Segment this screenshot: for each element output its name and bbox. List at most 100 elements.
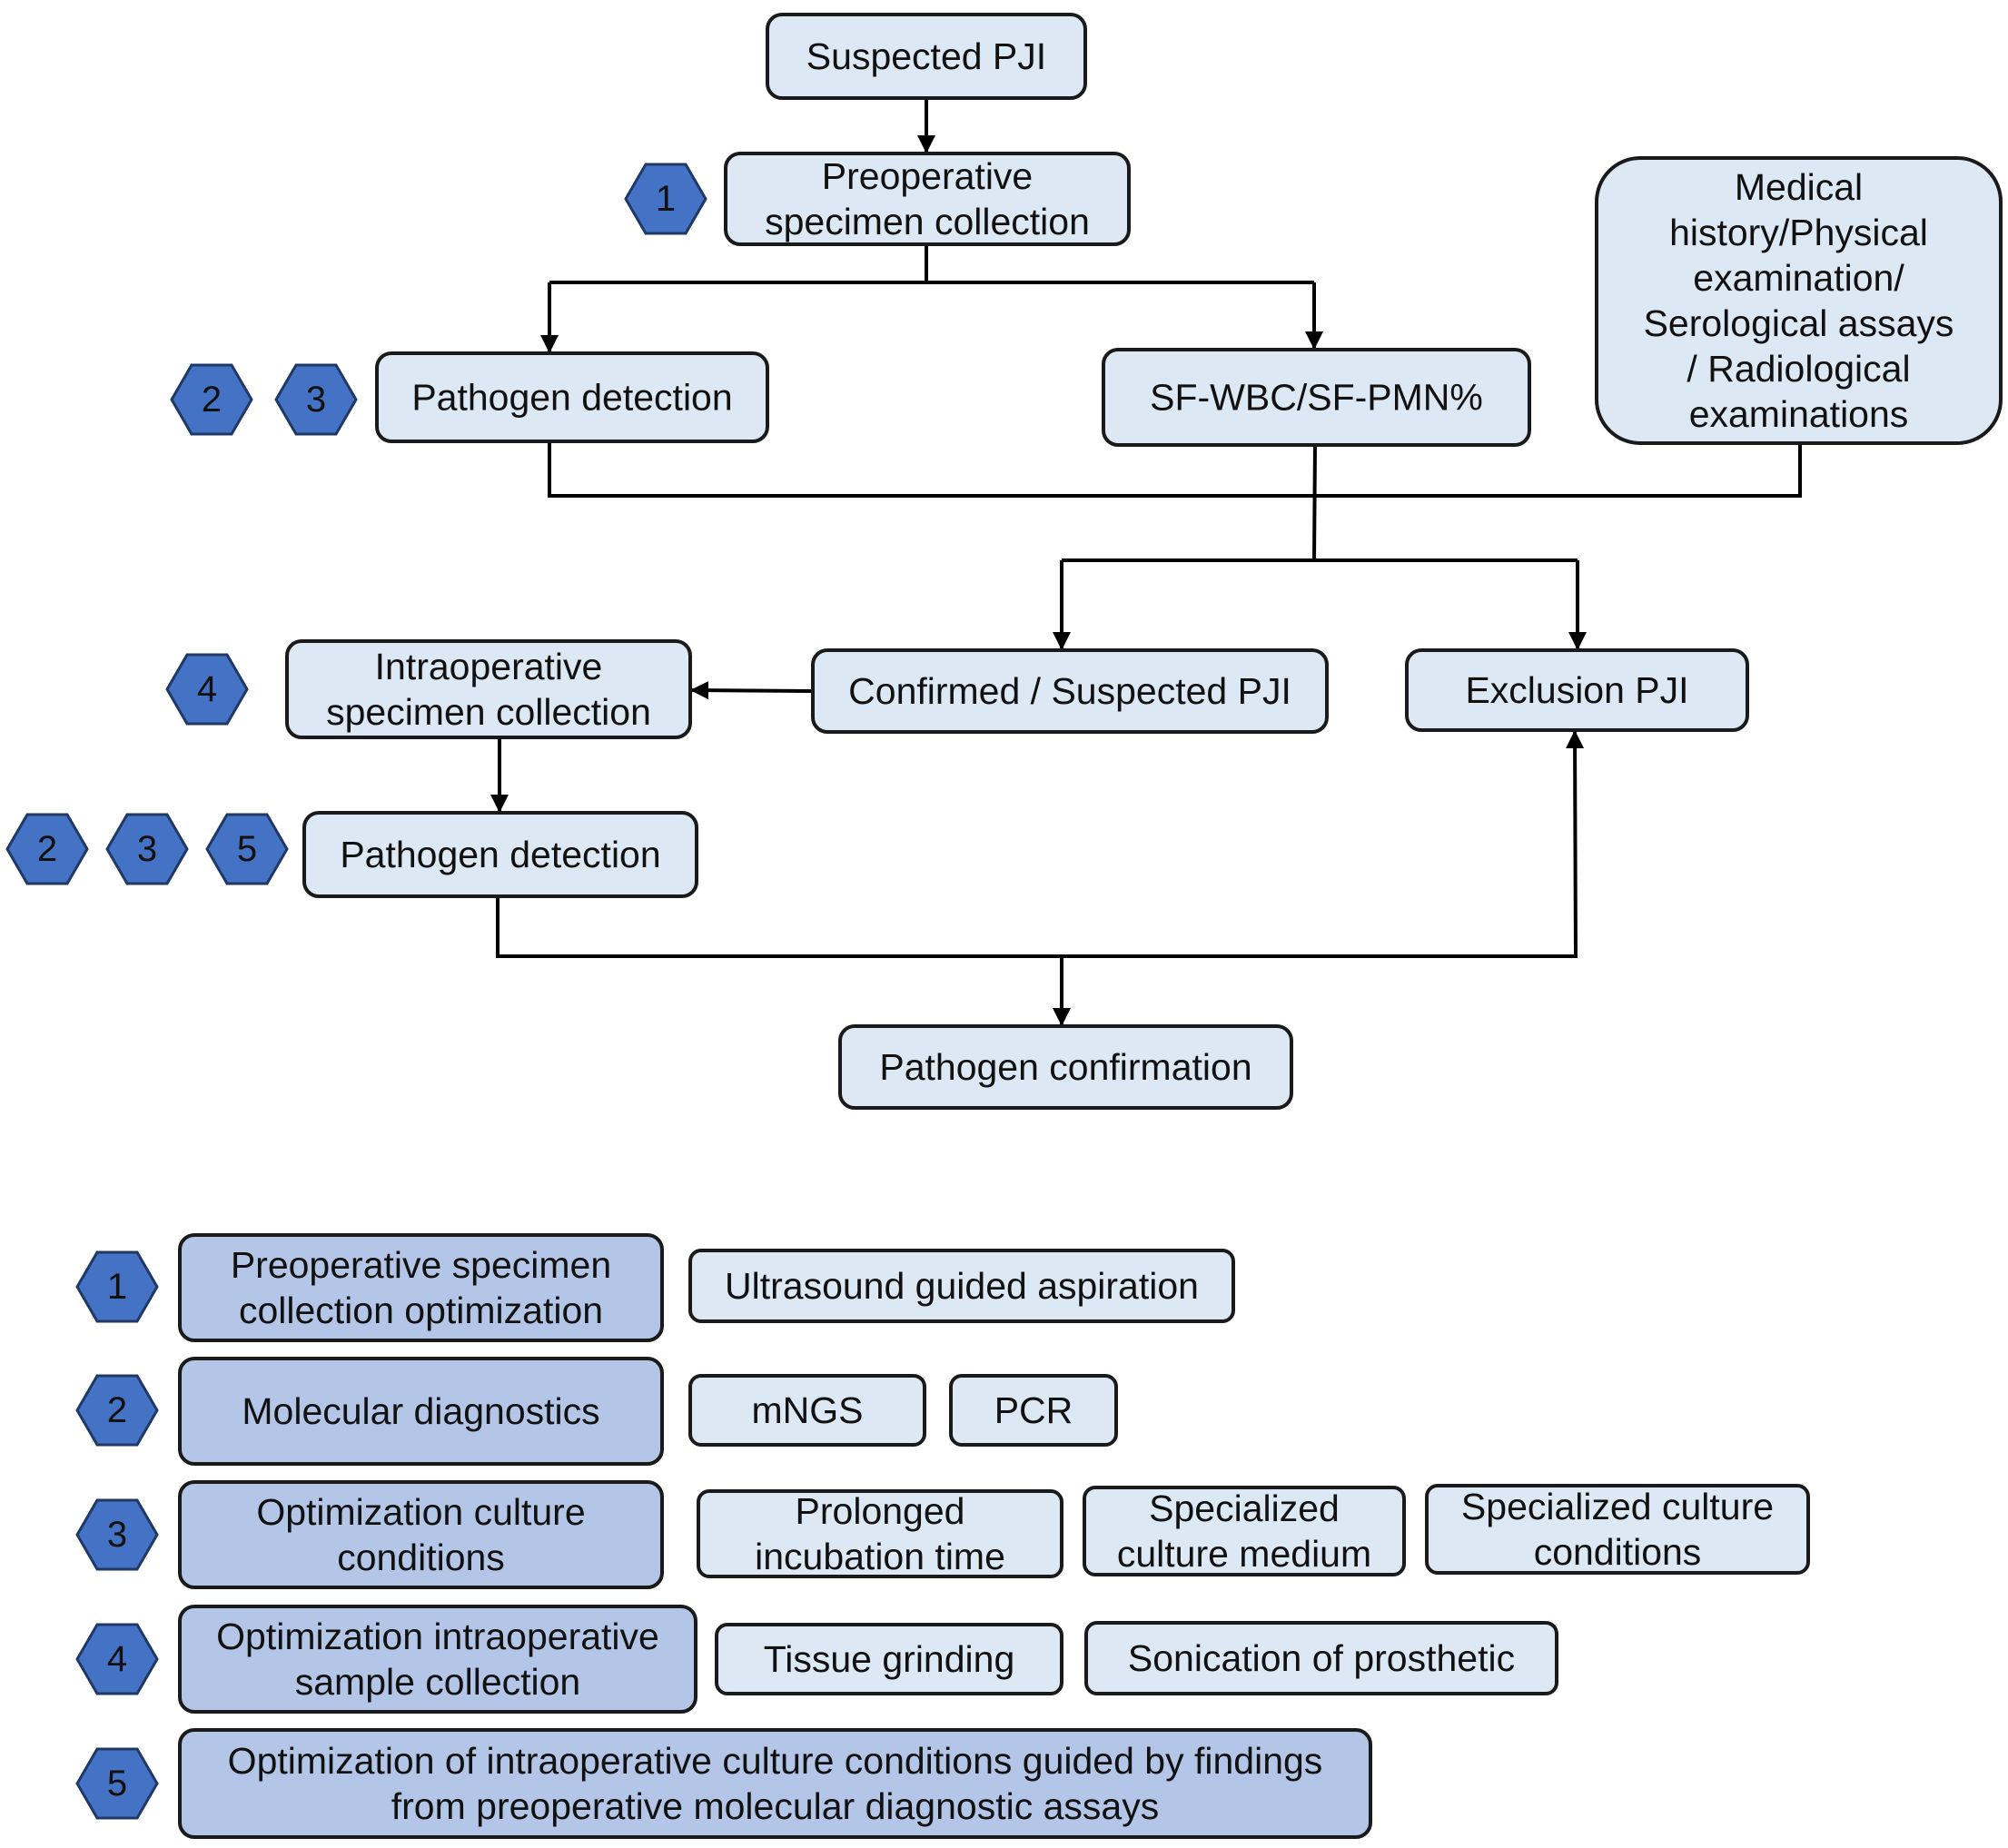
hexagon-icon: [165, 653, 249, 726]
node-clinical-evaluation-text: examinations: [1689, 393, 1909, 435]
legend-badge: 1: [75, 1250, 159, 1323]
hexagon-icon: [75, 1747, 159, 1820]
node-clinical-evaluation-text: examination/: [1693, 257, 1904, 299]
badge-intraop-collection: 4: [165, 653, 249, 726]
legend-item-box: [688, 1249, 1235, 1323]
badge-pathogen-detection-intraop: 5: [205, 813, 289, 885]
badge-intraop-collection-number: 4: [197, 669, 217, 709]
node-exclusion-pji-box: [1405, 648, 1749, 732]
legend-key-text: collection optimization: [239, 1290, 603, 1331]
node-exclusion-pji-text: Exclusion PJI: [1465, 669, 1688, 711]
legend-item-box: [1083, 1486, 1406, 1576]
badge-pathogen-detection-intraop-number: 2: [37, 829, 57, 869]
badge-preop-collection: 1: [624, 163, 707, 235]
legend-item-text: PCR: [994, 1389, 1073, 1431]
node-pathogen-confirmation: Pathogen confirmation: [838, 1024, 1293, 1110]
hexagon-icon: [624, 163, 707, 235]
node-sf-wbc-text: SF-WBC/SF-PMN%: [1150, 377, 1483, 419]
node-suspected-pji-box: [766, 13, 1087, 100]
hexagon-icon: [75, 1250, 159, 1323]
legend-item-box: [1084, 1621, 1558, 1695]
legend-key-box: [178, 1728, 1372, 1839]
node-pathogen-detection-preop-box: [375, 351, 769, 443]
legend-item-text: culture medium: [1117, 1533, 1371, 1575]
legend-key-box: [178, 1605, 697, 1714]
node-intraop-collection-text: Intraoperative: [375, 646, 603, 687]
node-sf-wbc-box: [1102, 348, 1531, 447]
node-pathogen-confirmation-text: Pathogen confirmation: [879, 1046, 1251, 1088]
badge-pathogen-detection-preop-number: 2: [202, 380, 222, 420]
legend-key-text: from preoperative molecular diagnostic a…: [391, 1785, 1159, 1827]
badge-preop-collection-number: 1: [656, 179, 676, 219]
legend-key-text: sample collection: [295, 1661, 581, 1703]
node-confirmed-pji: Confirmed / Suspected PJI: [811, 648, 1329, 734]
legend-item: mNGS: [688, 1374, 926, 1447]
legend-item: Ultrasound guided aspiration: [688, 1249, 1235, 1323]
node-suspected-pji-text: Suspected PJI: [806, 35, 1046, 77]
node-confirmed-pji-text: Confirmed / Suspected PJI: [848, 670, 1291, 712]
legend-key: Optimization of intraoperative culture c…: [178, 1728, 1372, 1839]
legend-item-text: incubation time: [755, 1536, 1005, 1577]
legend-badge-number: 3: [107, 1515, 127, 1555]
legend-key-text: Preoperative specimen: [231, 1244, 611, 1286]
node-pathogen-confirmation-box: [838, 1024, 1293, 1110]
line-merge-stem: [1312, 444, 1317, 561]
legend-item: Tissue grinding: [715, 1623, 1063, 1695]
node-clinical-evaluation-text: history/Physical: [1669, 212, 1928, 253]
legend-key: Molecular diagnostics: [178, 1357, 664, 1466]
node-preop-collection-text: Preoperative: [822, 155, 1033, 197]
legend-key-box: [178, 1233, 664, 1342]
hexagon-icon: [75, 1498, 159, 1571]
legend-row-2: 2 Molecular diagnostics mNGS PCR: [75, 1357, 1118, 1466]
badge-pathogen-detection-intraop: 3: [105, 813, 189, 885]
badge-pathogen-detection-preop: 3: [274, 363, 358, 436]
legend-item: PCR: [949, 1374, 1118, 1447]
node-clinical-evaluation-text: / Radiological: [1687, 348, 1910, 390]
hexagon-icon: [75, 1623, 159, 1695]
node-intraop-collection-box: [285, 639, 692, 739]
node-pathogen-detection-intraop: Pathogen detection: [302, 811, 698, 898]
legend-item-text: Ultrasound guided aspiration: [725, 1265, 1199, 1307]
line-evaluation-merge: [548, 441, 1802, 498]
hexagon-icon: [274, 363, 358, 436]
badge-pathogen-detection-intraop-number: 5: [237, 829, 257, 869]
hexagon-icon: [75, 1374, 159, 1447]
node-sf-wbc: SF-WBC/SF-PMN%: [1102, 348, 1531, 447]
legend-item-box: [949, 1374, 1118, 1447]
legend-item-box: [697, 1489, 1063, 1578]
legend-key-text: Optimization of intraoperative culture c…: [228, 1740, 1323, 1782]
legend-badge-number: 1: [107, 1267, 127, 1307]
node-clinical-evaluation-text: Serological assays: [1644, 302, 1954, 344]
node-clinical-evaluation-text: Medical: [1735, 166, 1863, 208]
node-intraop-collection-text: specimen collection: [326, 691, 651, 733]
legend-key-text: Optimization intraoperative: [216, 1616, 659, 1657]
legend-item-text: Tissue grinding: [764, 1638, 1015, 1680]
legend-key-text: Optimization culture: [256, 1491, 585, 1533]
legend-badge: 2: [75, 1374, 159, 1447]
node-pathogen-detection-intraop-box: [302, 811, 698, 898]
flow-connectors: [490, 98, 1802, 1026]
node-pathogen-detection-intraop-text: Pathogen detection: [340, 834, 660, 875]
legend-item-box: [715, 1623, 1063, 1695]
badge-pathogen-detection-intraop: 2: [5, 813, 89, 885]
node-clinical-evaluation-box: [1595, 156, 2003, 445]
legend-item-text: Specialized culture: [1461, 1486, 1774, 1527]
hexagon-icon: [170, 363, 253, 436]
legend-badge: 4: [75, 1623, 159, 1695]
legend-key-box: [178, 1357, 664, 1466]
legend-item-box: [1425, 1484, 1810, 1575]
badge-pathogen-detection-preop: 2: [170, 363, 253, 436]
legend-key-text: conditions: [337, 1537, 505, 1578]
